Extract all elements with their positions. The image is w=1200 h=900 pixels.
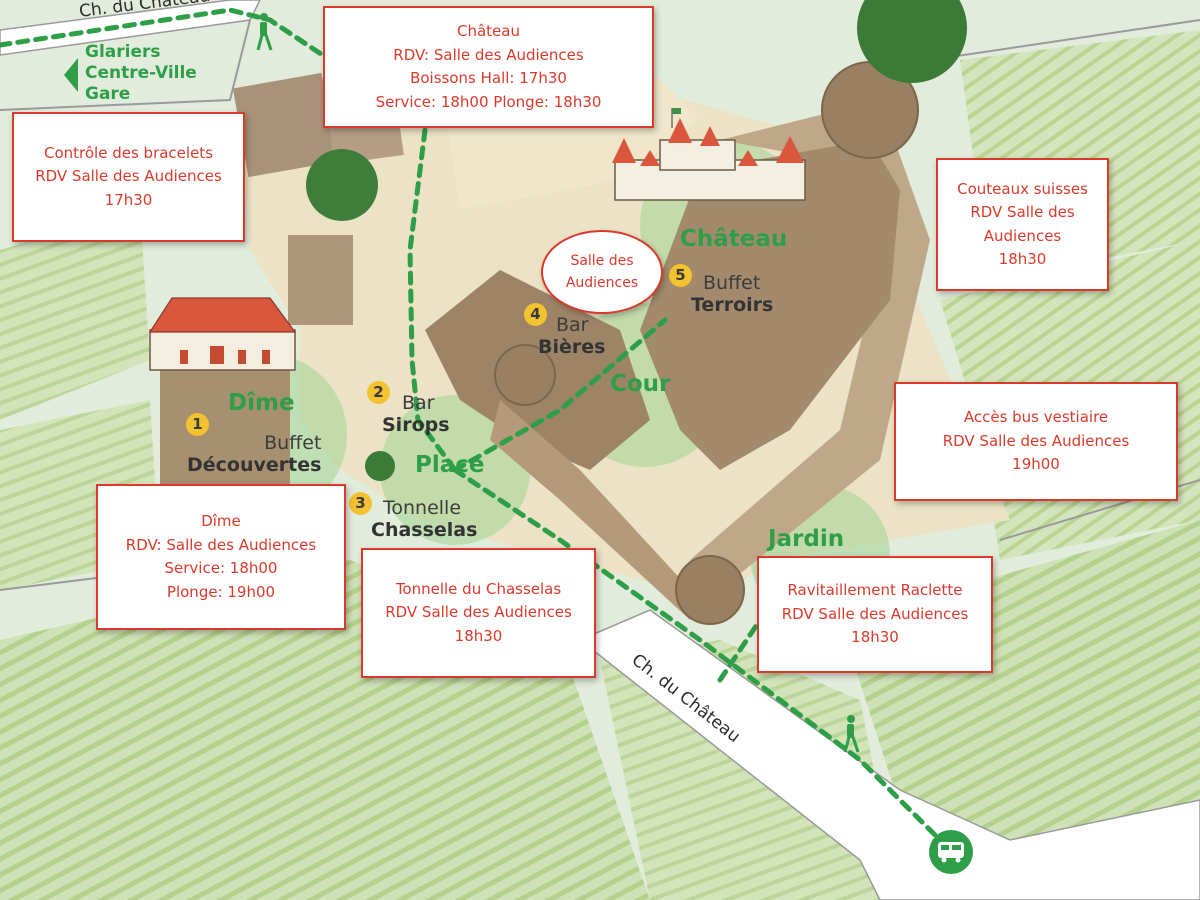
building-west (288, 235, 353, 325)
route-segment-north (407, 127, 458, 473)
callout-tonnelle-line1: Tonnelle du Chasselas (395, 579, 562, 598)
building-dime (160, 360, 290, 490)
pedestrian-icon (256, 13, 273, 51)
callout-tonnelle-line3: 18h30 (454, 626, 503, 645)
poi-3-line1: Tonnelle (383, 497, 462, 519)
castle-keep (640, 140, 900, 470)
vineyard-west (0, 210, 150, 420)
callout-bracelets-line3: 17h30 (104, 190, 153, 209)
callout-tonnelle[interactable]: Tonnelle du Chasselas RDV Salle des Audi… (361, 548, 596, 678)
callout-bracelets[interactable]: Contrôle des bracelets RDV Salle des Aud… (12, 112, 245, 242)
callout-chateau-line1: Château (457, 22, 520, 40)
tree-northeast (857, 0, 967, 83)
zone-label-chateau: Château (680, 226, 788, 252)
poi-buffet-decouvertes[interactable]: Buffet Découvertes (187, 432, 321, 476)
callout-raclette-line1: Ravitaillement Raclette (787, 581, 963, 600)
marker-5[interactable]: 5 (669, 264, 692, 287)
road-bottom (578, 609, 1200, 900)
poi-bar-sirops[interactable]: Bar Sirops (382, 392, 450, 436)
poi-bar-bieres[interactable]: Bar Bières (538, 314, 605, 358)
zone-label-jardin: Jardin (768, 526, 845, 552)
direction-sign: Glariers Centre-Ville Gare (85, 42, 197, 105)
direction-centre-ville: Centre-Ville (85, 63, 197, 83)
callout-dime-line1: Dîme (201, 512, 241, 530)
marker-1[interactable]: 1 (186, 413, 209, 436)
poi-4-line2: Bières (538, 336, 606, 358)
callout-couteaux-line4: 18h30 (998, 250, 1047, 268)
zone-label-dime: Dîme (228, 390, 295, 416)
callout-dime-line3: Service: 18h00 (164, 559, 278, 577)
dime-illustration (148, 297, 297, 371)
poi-2-line2: Sirops (382, 414, 450, 436)
castle-illustration (612, 108, 806, 201)
callout-bracelets-line1: Contrôle des bracelets (44, 143, 213, 162)
callout-chateau[interactable]: Château RDV: Salle des Audiences Boisson… (323, 6, 654, 128)
zone-label-cour: Cour (610, 371, 671, 397)
poi-5-line1: Buffet (703, 272, 761, 294)
route-segment-south (452, 467, 943, 843)
tower-south (675, 555, 745, 625)
path-northwest (0, 19, 251, 111)
castle-wall-south (490, 400, 700, 620)
callout-chateau-line4: Service: 18h00 Plonge: 18h30 (375, 92, 602, 111)
poi-2-line1: Bar (402, 392, 435, 414)
callout-couteaux[interactable]: Couteaux suisses RDV Salle des Audiences… (936, 158, 1109, 291)
marker-4[interactable]: 4 (524, 303, 547, 326)
callout-dime-line2: RDV: Salle des Audiences (125, 535, 317, 554)
salle-line1: Salle des (570, 253, 634, 269)
bus-icon (929, 830, 973, 874)
callout-raclette[interactable]: Ravitaillement Raclette RDV Salle des Au… (757, 556, 993, 673)
route-segment-top (0, 7, 333, 63)
salle-line2: Audiences (565, 275, 639, 291)
poi-4-line1: Bar (556, 314, 589, 336)
marker-3[interactable]: 3 (349, 492, 372, 515)
zone-label-place: Place (415, 452, 485, 478)
pedestrian-icon (843, 715, 860, 753)
route-segment-jardin (717, 617, 763, 683)
callout-bus-line1: Accès bus vestiaire (963, 408, 1109, 427)
path-northeast (929, 19, 1200, 61)
callout-dime-line4: Plonge: 19h00 (166, 582, 276, 601)
callout-dime[interactable]: Dîme RDV: Salle des Audiences Service: 1… (96, 484, 346, 630)
arrow-left-icon (64, 58, 78, 92)
tree-north (306, 149, 378, 221)
salle-des-audiences-label[interactable]: Salle des Audiences (541, 230, 663, 314)
callout-chateau-line3: Boissons Hall: 17h30 (410, 69, 567, 87)
tree-place (365, 451, 395, 481)
direction-gare: Gare (85, 84, 131, 104)
callout-chateau-line2: RDV: Salle des Audiences (393, 45, 584, 64)
callout-bus-vestiaire[interactable]: Accès bus vestiaire RDV Salle des Audien… (894, 382, 1178, 501)
callout-raclette-line2: RDV Salle des Audiences (781, 604, 969, 623)
building-north-1 (232, 72, 338, 178)
poi-1-line1: Buffet (264, 432, 322, 454)
callout-bus-line2: RDV Salle des Audiences (942, 431, 1130, 450)
marker-2[interactable]: 2 (367, 381, 390, 404)
poi-3-line2: Chasselas (371, 519, 478, 541)
callout-couteaux-line2: RDV Salle des (970, 203, 1075, 221)
walking-route (0, 7, 943, 843)
callout-couteaux-line3: Audiences (983, 226, 1062, 245)
tower-west (494, 344, 556, 406)
poi-buffet-terroirs[interactable]: Buffet Terroirs (691, 272, 773, 316)
callout-bus-line3: 19h00 (1012, 455, 1060, 474)
direction-glariers: Glariers (85, 42, 161, 62)
callout-tonnelle-line2: RDV Salle des Audiences (385, 603, 572, 622)
poi-tonnelle-chasselas[interactable]: Tonnelle Chasselas (371, 497, 477, 541)
poi-1-line2: Découvertes (187, 454, 322, 476)
callout-raclette-line3: 18h30 (851, 628, 899, 647)
callout-couteaux-line1: Couteaux suisses (957, 179, 1088, 198)
callout-bracelets-line2: RDV Salle des Audiences (35, 167, 222, 186)
poi-5-line2: Terroirs (691, 294, 774, 316)
route-segment-cour (452, 317, 668, 473)
